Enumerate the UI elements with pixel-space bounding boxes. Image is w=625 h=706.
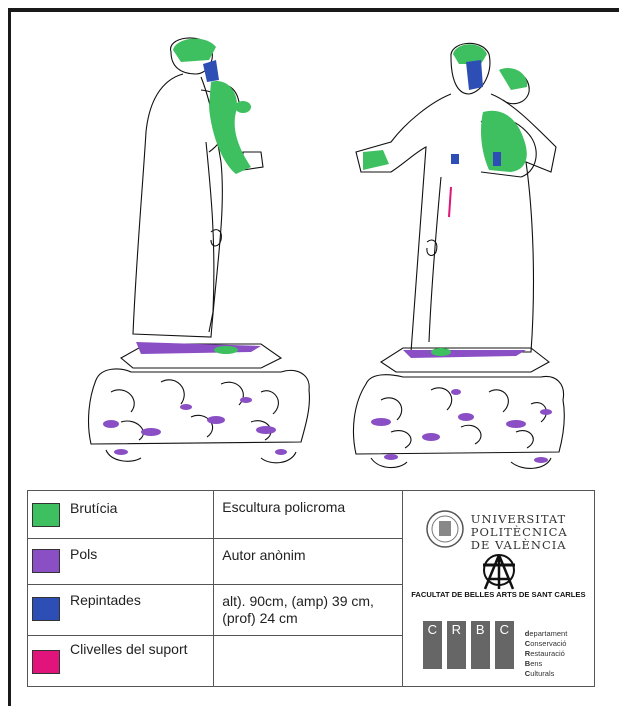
info-type-cell: Escultura policroma xyxy=(214,491,403,539)
crbc-letter: C xyxy=(495,621,514,669)
fine-arts-faculty-emblem-icon xyxy=(477,553,521,591)
legend-label: Clivelles del suport xyxy=(70,641,188,657)
crbc-letter: C xyxy=(423,621,442,669)
sculpture-front-view xyxy=(353,43,564,468)
info-dimensions-cell: alt). 90cm, (amp) 39 cm, (prof) 24 cm xyxy=(214,585,403,635)
info-author-cell: Autor anònim xyxy=(214,539,403,585)
legend-item-cracks: Clivelles del suport xyxy=(28,635,214,686)
info-empty-cell xyxy=(214,635,403,686)
dust-swatch xyxy=(32,549,60,573)
faculty-name: FACULTAT DE BELLES ARTS DE SANT CARLES xyxy=(403,590,594,599)
sculpture-type: Escultura policroma xyxy=(214,491,402,516)
repaint-swatch xyxy=(32,597,60,621)
crbc-letter: B xyxy=(471,621,490,669)
legend-item-repaints: Repintades xyxy=(28,585,214,635)
dust-areas xyxy=(103,342,552,463)
repaint-areas xyxy=(203,60,501,166)
sculpture-author: Autor anònim xyxy=(214,539,402,564)
legend-item-dirt: Brutícia xyxy=(28,491,214,539)
support-crack-lines xyxy=(449,187,451,217)
upv-name: UNIVERSITAT POLITÈCNICA DE VALÈNCIA xyxy=(471,513,568,552)
crack-swatch xyxy=(32,650,60,674)
legend-table: Brutícia Escultura policroma UNIVERSITAT… xyxy=(27,490,595,687)
crbc-department-text: departament Conservació Restauració Bens… xyxy=(525,629,568,679)
sculpture-damage-map xyxy=(11,12,619,484)
sculpture-dimensions: alt). 90cm, (amp) 39 cm, (prof) 24 cm xyxy=(214,585,402,627)
upv-seal-icon xyxy=(425,509,465,549)
legend-label: Brutícia xyxy=(70,500,117,516)
legend-label: Pols xyxy=(70,546,97,562)
dirt-swatch xyxy=(32,503,60,527)
sculpture-side-view xyxy=(89,38,310,463)
crbc-letter: R xyxy=(447,621,466,669)
legend-label: Repintades xyxy=(70,592,141,608)
logos-cell: UNIVERSITAT POLITÈCNICA DE VALÈNCIA FACU… xyxy=(402,491,594,687)
legend-item-dust: Pols xyxy=(28,539,214,585)
